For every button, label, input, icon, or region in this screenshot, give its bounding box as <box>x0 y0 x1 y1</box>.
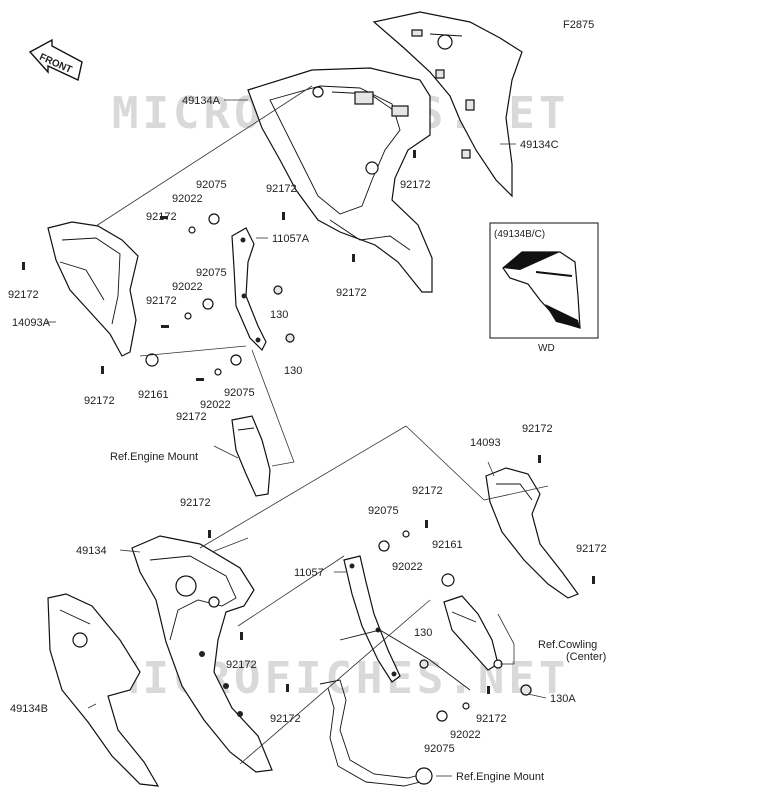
label-92161-b: 92161 <box>432 539 463 551</box>
label-49134C: 49134C <box>520 139 559 151</box>
inset-box: (49134B/C) WD <box>489 222 599 354</box>
label-130-c: 130 <box>414 627 432 639</box>
inset-caption: WD <box>538 343 555 354</box>
label-92172-o: 92172 <box>476 713 507 725</box>
label-92172-j: 92172 <box>180 497 211 509</box>
label-92172-c: 92172 <box>400 179 431 191</box>
label-49134: 49134 <box>76 545 107 557</box>
figure-code: F2875 <box>563 19 594 31</box>
label-92075-e: 92075 <box>424 743 455 755</box>
label-92075-d: 92075 <box>368 505 399 517</box>
label-92172-e: 92172 <box>146 295 177 307</box>
front-arrow-icon: FRONT <box>28 38 83 82</box>
label-49134B: 49134B <box>10 703 48 715</box>
label-ref-engine-mount-b: Ref.Engine Mount <box>456 771 544 783</box>
label-92172-l: 92172 <box>576 543 607 555</box>
lower-cowl-49134 <box>131 535 273 773</box>
label-92172-f: 92172 <box>336 287 367 299</box>
inner-panel-14093A <box>47 221 139 357</box>
label-92022-e: 92022 <box>450 729 481 741</box>
label-92172-g: 92172 <box>84 395 115 407</box>
engine-mount-bracket-upper <box>231 415 271 497</box>
label-92172-d: 92172 <box>8 289 39 301</box>
label-ref-engine-mount-a: Ref.Engine Mount <box>110 451 198 463</box>
label-92172-i: 92172 <box>522 423 553 435</box>
label-92172-a: 92172 <box>146 211 177 223</box>
label-14093: 14093 <box>470 437 501 449</box>
label-92172-n: 92172 <box>270 713 301 725</box>
label-92075-b: 92075 <box>196 267 227 279</box>
side-panel-49134C <box>372 11 523 198</box>
label-92172-k: 92172 <box>412 485 443 497</box>
label-92172-h: 92172 <box>176 411 207 423</box>
label-ref-cowling: Ref.Cowling <box>538 639 597 651</box>
label-92161-a: 92161 <box>138 389 169 401</box>
label-92022-d: 92022 <box>392 561 423 573</box>
label-92022-a: 92022 <box>172 193 203 205</box>
fasteners <box>22 150 595 722</box>
leader-lines <box>46 85 549 777</box>
inset-title: (49134B/C) <box>494 229 545 240</box>
label-11057A: 11057A <box>272 233 310 245</box>
upper-cowl-right-49134A <box>247 67 433 293</box>
label-92075-a: 92075 <box>196 179 227 191</box>
label-92172-m: 92172 <box>226 659 257 671</box>
label-92022-c: 92022 <box>200 399 231 411</box>
label-92172-b: 92172 <box>266 183 297 195</box>
label-11057: 11057 <box>294 567 324 579</box>
stay-11057A <box>231 227 267 352</box>
label-130-b: 130 <box>284 365 302 377</box>
label-130-a: 130 <box>270 309 288 321</box>
label-49134A: 49134A <box>182 95 221 107</box>
label-92022-b: 92022 <box>172 281 203 293</box>
engine-mount-frame-lower <box>319 629 471 787</box>
label-92075-c: 92075 <box>224 387 255 399</box>
label-ref-cowling-center: (Center) <box>566 651 606 663</box>
outer-panel-49134B <box>47 593 160 787</box>
label-14093A: 14093A <box>12 317 51 329</box>
part-labels: 49134A 49134C 92075 92022 92172 92172 92… <box>8 95 607 783</box>
inner-panel-14093 <box>485 467 579 599</box>
label-130A: 130A <box>550 693 576 705</box>
